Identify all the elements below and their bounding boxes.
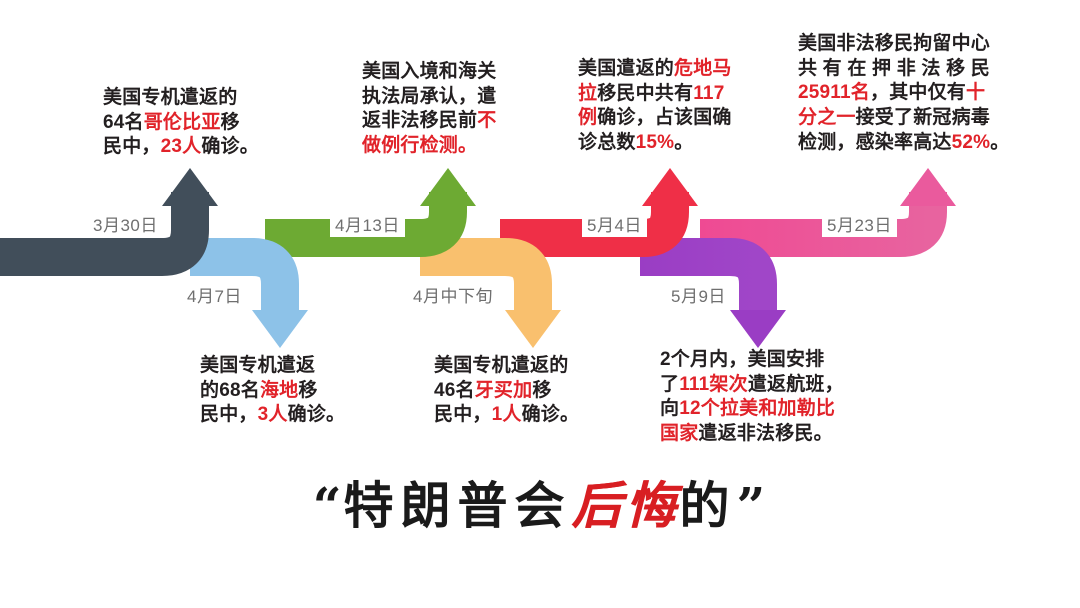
body-text: 向	[660, 398, 680, 420]
date-label-4: 4月中下旬	[408, 281, 498, 308]
body-text: 移	[220, 111, 240, 133]
body-text: 的68名	[200, 379, 260, 401]
body-text: 返非法移民前	[362, 110, 478, 132]
highlighted-text: 23人	[160, 136, 202, 158]
body-text: 美国非法移民拘留中心	[798, 33, 991, 54]
body-text: 64名	[103, 111, 144, 133]
highlighted-text: 例	[578, 107, 598, 129]
callout-1: 美国专机遣返的 64名哥伦比亚移民中，23人确诊。	[103, 86, 299, 160]
body-text: 检测，感染率高达	[798, 131, 952, 153]
body-text: ，其中仅有	[870, 82, 967, 104]
highlighted-text: 15%	[635, 132, 675, 154]
highlighted-text: 52%	[951, 131, 991, 153]
highlighted-text: 十	[966, 82, 986, 104]
highlighted-text: 111架次	[679, 373, 748, 395]
body-text: 民中，	[200, 404, 258, 426]
body-text: 移	[298, 379, 318, 401]
date-label-6: 5月9日	[666, 281, 731, 308]
body-text: 移	[532, 379, 552, 401]
highlighted-text: 哥伦比亚	[143, 111, 221, 133]
highlighted-text: 3人	[257, 404, 288, 426]
highlighted-text: 117	[693, 82, 725, 104]
highlighted-text: 1人	[491, 404, 522, 426]
body-text: 诊总数	[578, 132, 636, 154]
callout-7: 美国非法移民拘留中心共 有 在 押 非 法 移 民 25911名，其中仅有十分之一…	[798, 32, 1036, 155]
headline: “特朗普会后悔的”	[0, 466, 1080, 538]
body-text: 移民中共有	[597, 82, 694, 104]
body-text: 46名	[434, 379, 475, 401]
body-text: 美国专机遣返的	[434, 355, 569, 376]
body-text: 共 有 在 押 非 法 移 民	[798, 57, 990, 79]
callout-2: 美国专机遣返的68名海地移民中，3人确诊。	[200, 354, 396, 428]
date-label-5: 5月4日	[582, 210, 647, 237]
body-text: 接受了新冠病毒	[855, 107, 991, 129]
highlighted-text: 25911名	[798, 82, 870, 104]
highlighted-text: 12个拉美和加勒比	[679, 398, 836, 420]
headline-close-quote: ”	[736, 476, 768, 535]
ribbon-segment-2	[190, 238, 308, 348]
body-text: 2个月内，美国安排	[660, 349, 825, 370]
headline-open-quote: “	[312, 476, 344, 535]
callout-6: 2个月内，美国安排了111架次遣返航班， 向12个拉美和加勒比国家遣返非法移民。	[660, 348, 872, 447]
ribbon-segment-7	[700, 168, 956, 257]
callout-4: 美国专机遣返的 46名牙买加移民中，1人确诊。	[434, 354, 624, 428]
body-text: 美国专机遣返的	[103, 87, 238, 108]
body-text: 确诊，占该国确	[597, 107, 732, 129]
date-label-7: 5月23日	[822, 210, 897, 237]
highlighted-text: 不	[477, 110, 497, 132]
ribbon-segment-1	[0, 168, 218, 276]
body-text: 确诊。	[521, 404, 580, 426]
callout-3: 美国入境和海关执法局承认，遣返非法移民前不做例行检测。	[362, 60, 542, 159]
body-text: 民中，	[434, 404, 492, 426]
body-text: 。	[674, 132, 694, 154]
ribbon-segment-6	[640, 238, 786, 348]
headline-part1: 特朗普会	[343, 476, 572, 535]
highlighted-text: 海地	[259, 379, 299, 401]
highlighted-text: 分之一	[798, 107, 856, 129]
body-text: 美国入境和海关	[362, 61, 497, 82]
highlighted-text: 做例行检测。	[362, 135, 478, 157]
body-text: 了	[660, 373, 680, 395]
highlighted-text: 危地马	[674, 58, 732, 79]
date-label-2: 4月7日	[182, 281, 247, 308]
ribbon-segment-4	[420, 238, 561, 348]
body-text: 遣返航班，	[747, 373, 844, 395]
highlighted-text: 国家	[660, 423, 699, 445]
highlighted-text: 拉	[578, 82, 598, 104]
headline-part2: 的	[679, 476, 737, 535]
callout-5: 美国遣返的危地马拉移民中共有117 例确诊，占该国确诊总数15%。	[578, 57, 774, 156]
ribbon-segment-5	[500, 168, 698, 257]
date-label-1: 3月30日	[88, 210, 163, 237]
date-label-3: 4月13日	[330, 210, 405, 237]
body-text: 美国遣返的	[578, 58, 675, 79]
ribbon-segment-3	[265, 168, 476, 257]
body-text: 执法局承认，遣	[362, 85, 497, 107]
body-text: 遣返非法移民。	[698, 423, 833, 445]
body-text: 。	[990, 131, 1010, 153]
body-text: 美国专机遣返	[200, 355, 316, 376]
body-text: 确诊。	[201, 136, 259, 158]
body-text: 确诊。	[287, 404, 346, 426]
highlighted-text: 牙买加	[474, 379, 533, 401]
headline-brush-text: 后悔	[571, 476, 680, 535]
body-text: 民中，	[103, 136, 161, 158]
